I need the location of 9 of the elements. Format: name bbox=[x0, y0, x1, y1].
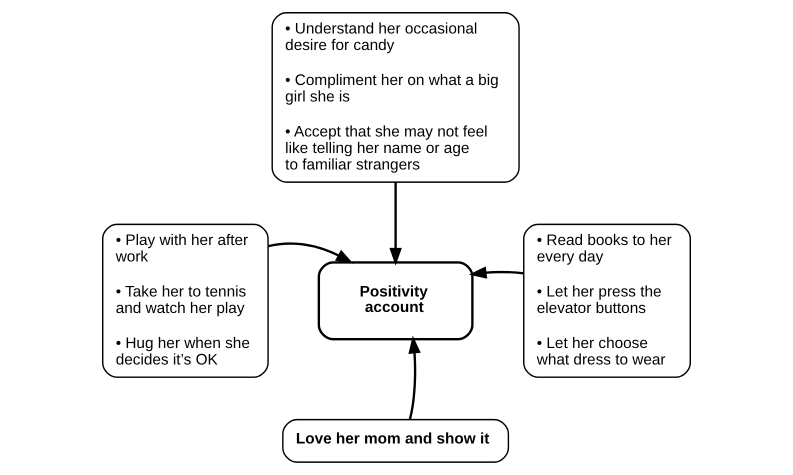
node-box: • Play with her after work • Take her to tennis and watch her play • Hug her when she decides it’s OK bbox=[102, 224, 269, 378]
node-box: • Read books to her every day • Let her press the elevator buttons • Let her choose what dress to wear bbox=[523, 224, 691, 378]
node-box: • Understand her occasional desire for candy • Compliment her on what a big girl she is • Accept that she may not feel like telling her name or age to familiar strangers bbox=[272, 12, 520, 183]
node-box: Love her mom and show it bbox=[282, 418, 510, 463]
arrow bbox=[468, 266, 524, 279]
node-box: Positivity account bbox=[318, 261, 474, 340]
arrow bbox=[268, 242, 354, 264]
arrow bbox=[389, 182, 402, 266]
arrow bbox=[408, 336, 421, 420]
